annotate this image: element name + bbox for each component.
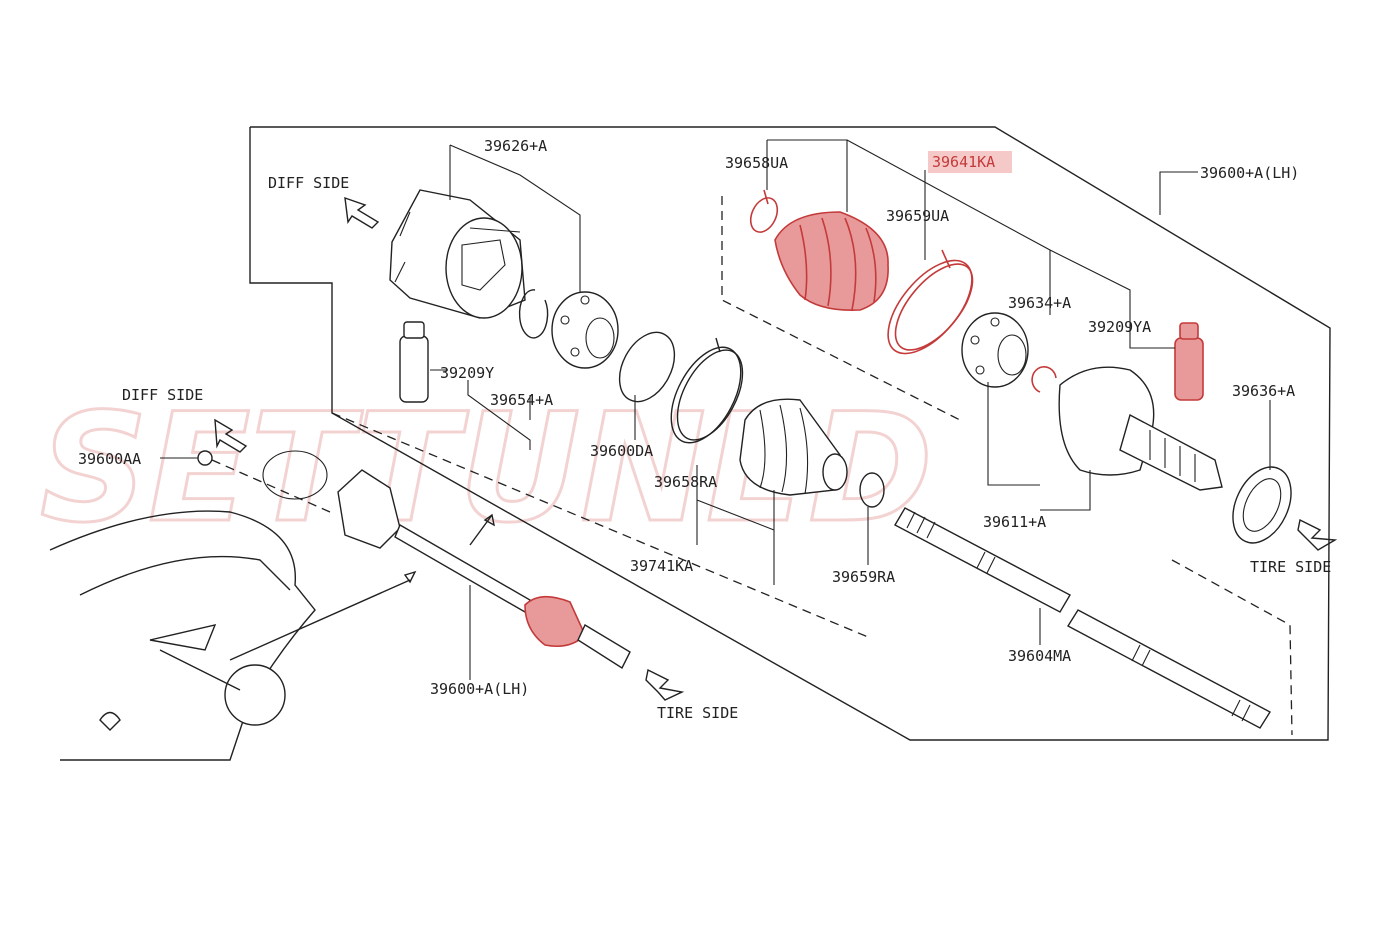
- inner-joint-housing: [389, 189, 526, 319]
- label-39634A[interactable]: 39634+A: [1008, 294, 1071, 312]
- direction-diff-side-upper: DIFF SIDE: [268, 174, 349, 192]
- assembled-axle: [337, 469, 631, 670]
- inner-boot: [739, 398, 848, 496]
- label-39636A[interactable]: 39636+A: [1232, 382, 1295, 400]
- grease-tube-outer-highlighted: [1174, 322, 1204, 401]
- boot-band-inner-large: [670, 337, 744, 444]
- boot-band-small-highlighted: [749, 189, 779, 233]
- o-ring: [618, 331, 676, 403]
- tire-side-arrow-lower: [645, 668, 685, 701]
- boot-band-inner-small: [859, 472, 885, 508]
- direction-tire-side-lower: TIRE SIDE: [657, 704, 738, 722]
- tire-side-arrow-right: [1297, 518, 1338, 551]
- outer-boot-highlighted: [774, 211, 889, 312]
- boot-kit-group-outline: [721, 196, 961, 421]
- label-39659UA[interactable]: 39659UA: [886, 207, 949, 225]
- label-39600ALH-top[interactable]: 39600+A(LH): [1200, 164, 1299, 182]
- inner-group-bottom: [331, 412, 869, 638]
- exploded-view-frame: [249, 126, 1331, 741]
- label-39600AA[interactable]: 39600AA: [78, 450, 141, 468]
- label-39626A[interactable]: 39626+A: [484, 137, 547, 155]
- grease-tube-inner: [399, 321, 429, 403]
- label-39604MA[interactable]: 39604MA: [1008, 647, 1071, 665]
- label-39658RA[interactable]: 39658RA: [654, 473, 717, 491]
- arrowhead-2: [483, 513, 495, 527]
- label-39611A[interactable]: 39611+A: [983, 513, 1046, 531]
- label-39654A[interactable]: 39654+A: [490, 391, 553, 409]
- pointer-line-1: [229, 579, 411, 661]
- outer-ball-cage: [961, 312, 1029, 388]
- direction-diff-side-lower: DIFF SIDE: [122, 386, 203, 404]
- arrowhead-1: [403, 570, 417, 584]
- diff-side-arrow-upper: [344, 196, 380, 229]
- leader-lines: [160, 139, 1271, 680]
- label-39658UA[interactable]: 39658UA: [725, 154, 788, 172]
- label-39641KA-highlighted[interactable]: 39641KA: [932, 153, 995, 171]
- snap-ring-inner: [518, 289, 549, 339]
- label-39600ALH-bottom[interactable]: 39600+A(LH): [430, 680, 529, 698]
- drive-shaft: [894, 507, 1271, 729]
- pointer-line-2: [469, 514, 493, 546]
- diff-side-arrow-lower: [214, 418, 248, 453]
- outer-joint-housing: [1058, 366, 1223, 491]
- tripod-spider: [551, 291, 619, 369]
- diff-flange-ghost: [262, 450, 328, 500]
- snap-ring-outer-highlighted: [1031, 366, 1057, 393]
- label-39209Y[interactable]: 39209Y: [440, 364, 494, 382]
- bolt: [197, 450, 331, 513]
- highlight-label-bg: [928, 151, 1012, 173]
- boot-band-large-highlighted: [887, 249, 974, 355]
- label-39600DA[interactable]: 39600DA: [590, 442, 653, 460]
- label-39209YA[interactable]: 39209YA: [1088, 318, 1151, 336]
- label-39659RA[interactable]: 39659RA: [832, 568, 895, 586]
- direction-tire-side-right: TIRE SIDE: [1250, 558, 1331, 576]
- label-39741KA[interactable]: 39741KA: [630, 557, 693, 575]
- vehicle-outline: [49, 510, 316, 761]
- outer-seal: [1232, 466, 1292, 544]
